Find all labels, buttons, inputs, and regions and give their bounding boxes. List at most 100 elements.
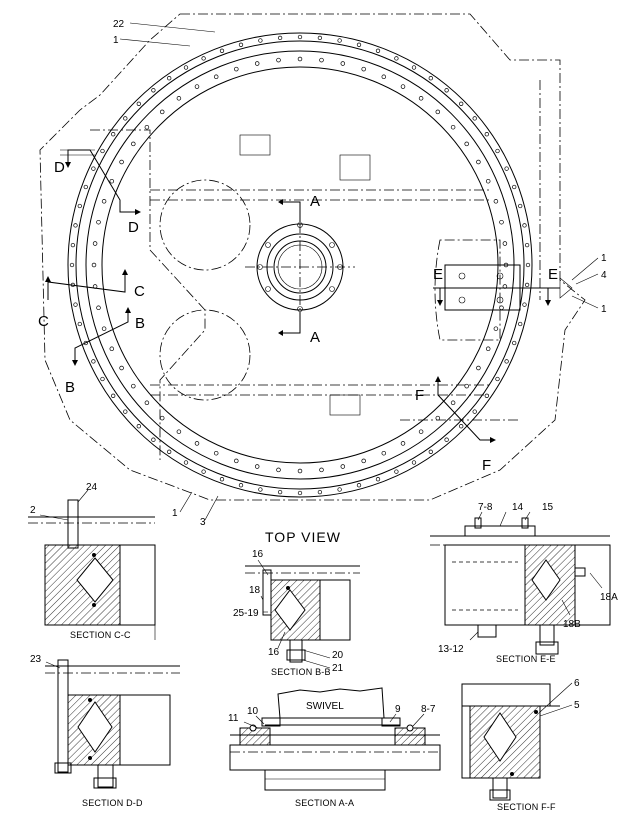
left-lower-bulge — [159, 309, 251, 401]
bolt-hole — [213, 74, 219, 80]
bolt-hole — [375, 48, 381, 53]
bolt-hole — [472, 409, 477, 414]
bolt-hole — [100, 148, 105, 154]
bolt-hole — [381, 450, 387, 456]
bolt-hole — [176, 96, 182, 101]
section-letter-b-right: B — [135, 315, 145, 332]
callout-1-top: 1 — [113, 35, 119, 46]
bolt-hole — [234, 458, 239, 464]
bolt-hole — [502, 241, 508, 246]
bolt-hole — [96, 219, 101, 225]
section-aa-caption: SECTION A-A — [295, 798, 354, 808]
callout-9: 9 — [395, 704, 401, 715]
frame-outline — [39, 13, 586, 501]
bolt-hole — [194, 84, 200, 89]
bolt-hole — [136, 424, 141, 429]
bolt-hole — [119, 365, 124, 371]
section-cut-aa — [278, 199, 301, 336]
callout-4: 4 — [601, 270, 607, 281]
bolt-hole — [340, 464, 346, 469]
section-cut-bb — [72, 307, 131, 366]
bolt-hole — [418, 429, 424, 434]
section-letter-c-left: C — [38, 313, 49, 330]
callout-18: 18 — [249, 585, 261, 596]
callout-18a: 18A — [600, 592, 618, 603]
bolt-hole — [394, 469, 399, 474]
bearing-outer-edge — [67, 32, 533, 498]
bolt-hole — [238, 483, 244, 488]
bolt-hole — [297, 490, 303, 496]
section-letter-d-left: D — [54, 159, 65, 176]
bolt-hole — [400, 84, 406, 89]
callout-3: 3 — [200, 517, 206, 528]
callout-5: 5 — [574, 700, 580, 711]
bolt-hole — [297, 56, 303, 62]
bolt-hole — [277, 35, 283, 41]
bolt-hole — [219, 48, 225, 53]
bolt-hole — [337, 487, 342, 492]
bolt-hole — [340, 61, 346, 66]
bolt-hole — [450, 124, 456, 130]
callout-25-19: 25-19 — [233, 608, 259, 619]
bolt-hole — [258, 487, 263, 492]
bolt-hole — [234, 66, 239, 72]
section-cc: 2 24 SECTION C-C — [28, 482, 156, 640]
top-view-leaders — [119, 22, 599, 521]
bolt-hole — [518, 321, 523, 327]
bolt-hole — [119, 159, 124, 165]
section-bb-caption: SECTION B-B — [271, 667, 331, 677]
bolt-hole — [151, 88, 156, 93]
section-cut-ff — [435, 376, 496, 443]
bolt-hole — [356, 483, 362, 488]
bolt-hole — [100, 376, 105, 382]
bolt-hole — [101, 199, 107, 204]
bolt-hole — [91, 262, 97, 268]
callout-1-right-top: 1 — [601, 253, 607, 264]
bolt-hole — [464, 383, 469, 389]
bolt-hole — [499, 305, 504, 311]
bolt-hole — [183, 460, 189, 465]
bolt-hole — [111, 393, 116, 398]
bolt-hole — [522, 223, 527, 228]
bolt-hole — [70, 242, 76, 248]
bolt-hole — [77, 321, 82, 327]
section-letter-f-left: F — [415, 387, 424, 404]
bolt-hole — [504, 166, 509, 171]
view-title: TOP VIEW — [265, 529, 341, 545]
bolt-hole — [167, 449, 172, 454]
section-cut-dd — [65, 149, 141, 215]
bolt-hole — [428, 449, 433, 454]
bolt-hole — [485, 346, 491, 352]
callout-16-top: 16 — [252, 549, 264, 560]
section-dd-caption: SECTION D-D — [82, 798, 143, 808]
callout-22: 22 — [113, 19, 125, 30]
callout-6: 6 — [574, 678, 580, 689]
bolt-hole — [73, 223, 78, 228]
bolt-hole — [167, 76, 172, 81]
section-cut-ee — [437, 288, 551, 306]
section-letter-e-right: E — [548, 266, 558, 283]
bolt-hole — [91, 359, 96, 364]
bolt-hole — [485, 178, 491, 184]
bolt-hole — [136, 101, 141, 106]
bolt-hole — [512, 184, 517, 190]
bolt-hole — [444, 437, 449, 442]
bolt-hole — [159, 415, 165, 421]
bolt-hole — [238, 42, 244, 47]
bolt-hole — [213, 450, 219, 456]
section-bb: 16 18 25-19 16 20 21 SECTION B-B — [233, 549, 360, 677]
section-letter-c-right: C — [134, 283, 145, 300]
bolt-hole — [276, 57, 281, 63]
bolt-hole — [444, 88, 449, 93]
bolt-hole — [522, 302, 527, 307]
section-ff-caption: SECTION F-F — [497, 802, 556, 812]
bolt-hole — [524, 242, 530, 248]
chassis-lines — [60, 134, 490, 416]
callout-1-bottom: 1 — [172, 508, 178, 519]
bolt-hole — [151, 437, 156, 442]
swivel-label: SWIVEL — [306, 701, 344, 712]
bolt-hole — [109, 178, 115, 184]
callout-20: 20 — [332, 650, 344, 661]
bolt-hole — [77, 203, 82, 209]
